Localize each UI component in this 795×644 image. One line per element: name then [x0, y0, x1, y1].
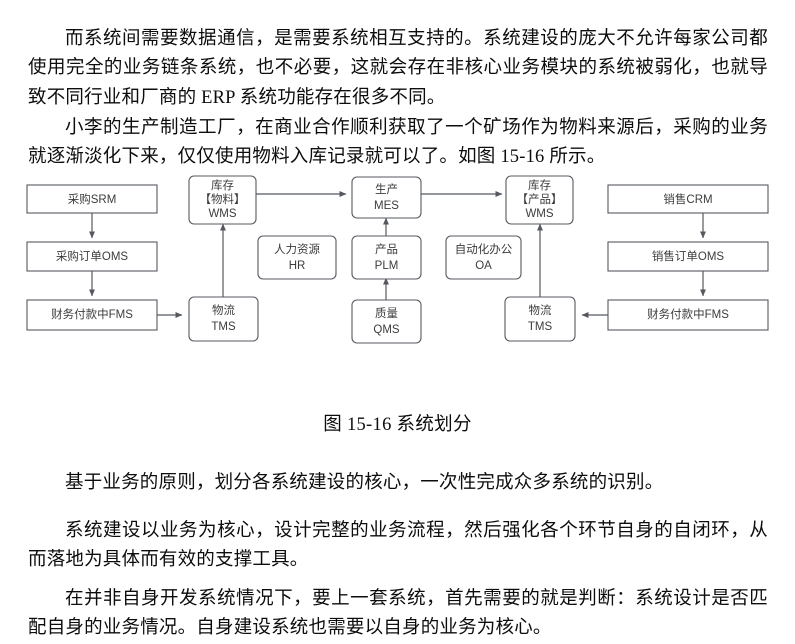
node-finance-payment-fms-left-label: 财务付款中FMS	[51, 307, 133, 321]
paragraph-4: 系统建设以业务为核心，设计完整的业务流程，然后强化各个环节自身的自闭环，从而落地…	[28, 520, 768, 571]
paragraph-2: 小李的生产制造工厂，在商业合作顺利获取了一个矿场作为物料来源后，采购的业务就逐渐…	[28, 117, 768, 168]
document-page: 而系统间需要数据通信，是需要系统相互支持的。系统建设的庞大不允许每家公司都使用完…	[0, 28, 795, 638]
node-inventory-product-wms-line1: 库存	[528, 178, 551, 192]
node-product-plm-line2: PLM	[375, 260, 399, 272]
node-quality-qms-line2: QMS	[373, 324, 400, 336]
node-inventory-product-wms-line2: 【产品】	[517, 192, 563, 206]
node-logistics-tms-left-line1: 物流	[212, 303, 235, 317]
paragraph-3: 基于业务的原则，划分各系统建设的核心，一次性完成众多系统的识别。	[65, 472, 664, 493]
node-logistics-tms-left-line2: TMS	[211, 321, 236, 333]
node-production-mes-line2: MES	[374, 200, 399, 212]
node-logistics-tms-right-line2: TMS	[528, 321, 553, 333]
node-product-plm-line1: 产品	[375, 242, 398, 256]
node-finance-payment-fms-right-label: 财务付款中FMS	[647, 307, 729, 321]
node-hr-line2: HR	[289, 260, 306, 272]
node-inventory-product-wms-line3: WMS	[525, 208, 553, 220]
node-sales-crm-label: 销售CRM	[663, 192, 712, 206]
node-inventory-material-wms-line2: 【物料】	[200, 192, 246, 206]
node-hr-line1: 人力资源	[274, 242, 320, 256]
node-hr[interactable]: 人力资源 HR	[257, 235, 337, 280]
node-purchase-order-oms-label: 采购订单OMS	[56, 249, 129, 263]
node-office-oa-line2: OA	[475, 260, 492, 272]
node-sales-crm[interactable]: 销售CRM	[607, 184, 769, 214]
figure-caption: 图 15-16 系统划分	[323, 415, 472, 435]
node-sales-order-oms[interactable]: 销售订单OMS	[607, 241, 769, 272]
node-logistics-tms-right[interactable]: 物流 TMS	[504, 296, 576, 342]
node-inventory-material-wms[interactable]: 库存 【物料】 WMS	[188, 175, 257, 225]
node-quality-qms-line1: 质量	[375, 307, 398, 320]
node-office-oa-line1: 自动化办公	[455, 242, 513, 256]
node-purchase-order-oms[interactable]: 采购订单OMS	[26, 241, 158, 272]
node-production-mes-line1: 生产	[375, 182, 398, 196]
node-purchase-srm[interactable]: 采购SRM	[26, 184, 158, 214]
node-product-plm[interactable]: 产品 PLM	[351, 235, 422, 280]
node-inventory-material-wms-line3: WMS	[208, 208, 236, 220]
node-sales-order-oms-label: 销售订单OMS	[652, 249, 725, 263]
node-purchase-srm-label: 采购SRM	[68, 192, 117, 206]
figure-system-partition-diagram: 采购SRM 采购订单OMS 财务付款中FMS 库存 【物料】 WMS 物流	[0, 168, 795, 348]
node-office-oa[interactable]: 自动化办公 OA	[445, 235, 522, 280]
node-finance-payment-fms-left[interactable]: 财务付款中FMS	[26, 299, 158, 331]
node-logistics-tms-right-line1: 物流	[529, 303, 552, 317]
paragraph-5: 在并非自身开发系统情况下，要上一套系统，首先需要的就是判断：系统设计是否匹配自身…	[28, 588, 768, 639]
node-inventory-material-wms-line1: 库存	[211, 178, 234, 192]
node-quality-qms[interactable]: 质量 QMS	[351, 299, 422, 344]
node-finance-payment-fms-right[interactable]: 财务付款中FMS	[607, 299, 769, 331]
node-inventory-product-wms[interactable]: 库存 【产品】 WMS	[505, 175, 574, 225]
node-logistics-tms-left[interactable]: 物流 TMS	[188, 296, 259, 342]
paragraph-1: 而系统间需要数据通信，是需要系统相互支持的。系统建设的庞大不允许每家公司都使用完…	[28, 28, 768, 108]
node-production-mes[interactable]: 生产 MES	[351, 176, 422, 219]
